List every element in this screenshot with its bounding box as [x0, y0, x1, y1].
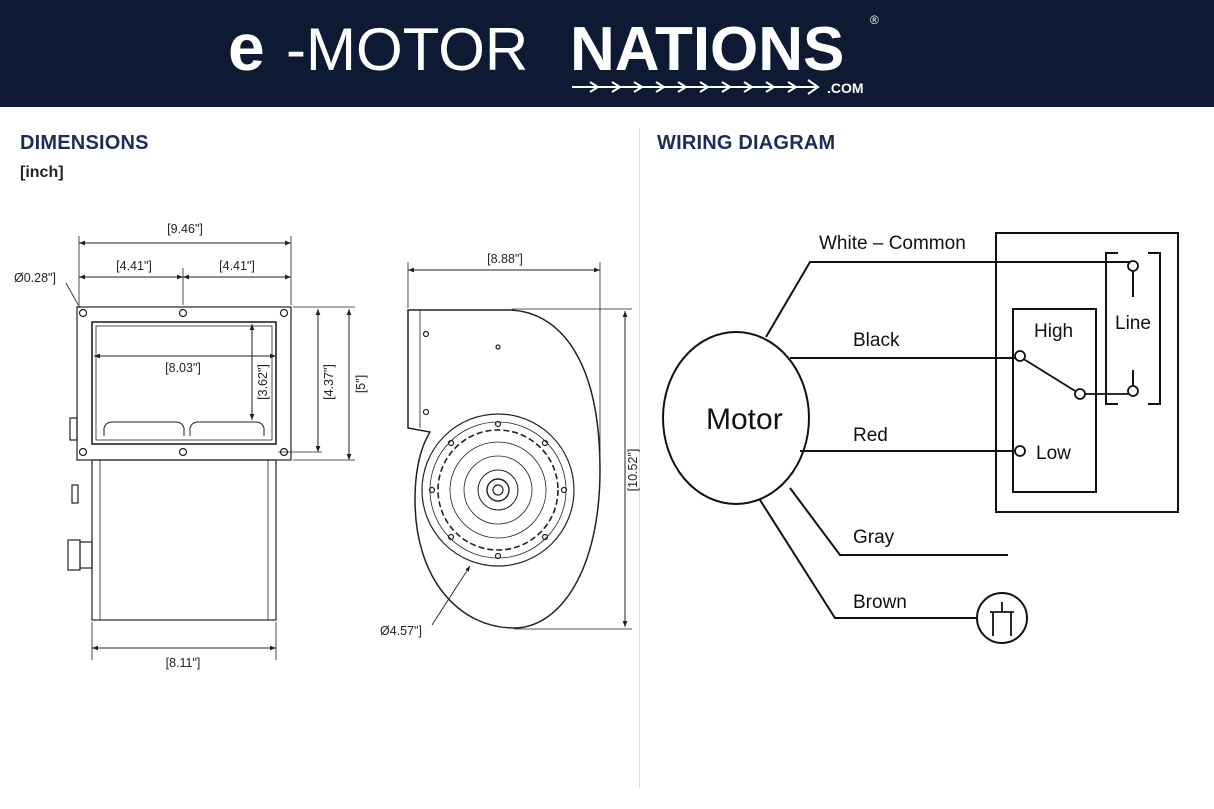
dimensions-title: DIMENSIONS — [20, 132, 149, 154]
dim-side-width: [8.88"] — [487, 252, 523, 266]
terminal-high — [1014, 350, 1026, 362]
terminal-low — [1014, 445, 1026, 457]
ground-symbol-icon — [976, 592, 1028, 644]
side-wheel-outer — [421, 413, 575, 567]
brand-logo: e -MOTOR NATIONS ® .COM — [228, 10, 879, 96]
switch-label-line: Line — [1115, 313, 1151, 334]
switch-label-low: Low — [1036, 443, 1071, 464]
front-outlet-opening — [91, 321, 277, 445]
wiring-title: WIRING DIAGRAM — [657, 132, 836, 154]
dimensions-unit: [inch] — [20, 164, 64, 181]
dim-inner-height: [3.62"] — [256, 364, 270, 400]
terminal-common — [1074, 388, 1086, 400]
dim-flange-height: [4.37"] — [322, 364, 336, 400]
dim-wheel-diameter: Ø4.57"] — [380, 624, 422, 638]
logo-nations-text: NATIONS — [570, 15, 844, 84]
wire-label-brown: Brown — [853, 592, 907, 613]
front-housing-body — [91, 459, 277, 621]
brand-header: e -MOTOR NATIONS ® .COM — [0, 0, 1214, 107]
logo-arrow-icon — [572, 79, 820, 95]
dim-hole-diameter: Ø0.28"] — [14, 271, 56, 285]
wire-white-common — [765, 261, 1130, 338]
terminal-line-bottom — [1127, 385, 1139, 397]
switch-enclosure — [995, 232, 1179, 513]
terminal-line-top — [1127, 260, 1139, 272]
speed-switch-box — [1012, 308, 1097, 493]
dim-body-width: [8.11"] — [166, 656, 201, 670]
dim-overall-width: [9.46"] — [167, 222, 203, 236]
dim-outlet-height: [5"] — [354, 375, 368, 393]
dim-hole-spacing-right: [4.41"] — [219, 259, 255, 273]
dim-hole-spacing-left: [4.41"] — [116, 259, 152, 273]
switch-arm — [1021, 357, 1128, 395]
wire-gray — [789, 487, 1008, 556]
wire-label-red: Red — [853, 425, 888, 446]
logo-registered-mark: ® — [870, 13, 879, 27]
dim-inner-width: [8.03"] — [165, 361, 201, 375]
logo-e-letter: e — [228, 10, 265, 84]
logo-domain-text: .COM — [827, 80, 864, 96]
motor-label: Motor — [706, 403, 783, 436]
wiring-diagram: Motor White – Common Black Red Gray Brow… — [662, 232, 1179, 644]
wire-label-white: White – Common — [819, 233, 966, 254]
motor-circle — [662, 331, 810, 505]
line-switch-bracket — [1105, 252, 1161, 405]
section-divider — [639, 128, 640, 788]
side-bolt-holes — [428, 420, 568, 560]
dimensions-drawing: [9.46"] [4.41"] [4.41"] Ø0.28"] [8.03"] … — [14, 222, 640, 670]
switch-label-high: High — [1034, 321, 1073, 342]
wire-brown — [759, 499, 976, 619]
side-scroll-housing — [407, 309, 601, 629]
wire-label-black: Black — [853, 330, 900, 351]
mounting-holes — [78, 308, 289, 457]
wire-label-gray: Gray — [853, 527, 895, 548]
dim-side-height: [10.52"] — [626, 449, 640, 492]
logo-motor-text: -MOTOR — [286, 16, 528, 83]
